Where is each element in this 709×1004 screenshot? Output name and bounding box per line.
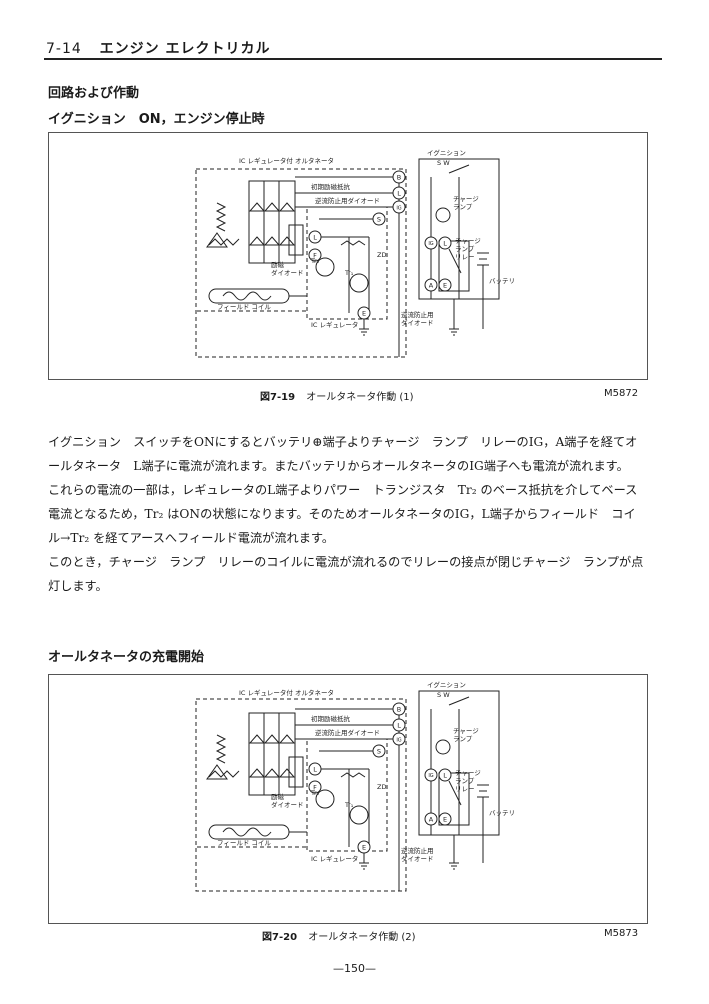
label-rev-diode-2: ダイオード <box>401 318 434 327</box>
paragraph-2: これらの電流の一部は，レギュレータのL端子よりパワー トランジスタ Tr₂ のベ… <box>48 483 638 545</box>
figure-1-number: 図7-19 <box>260 392 296 403</box>
page-number: —150— <box>333 962 376 975</box>
relay-terminal-ig-2: IG <box>428 773 433 779</box>
label-zd-2: ZD <box>377 783 386 791</box>
relay-terminal-l-2: L <box>443 772 447 780</box>
figure-1-code: M5872 <box>604 388 639 399</box>
section-heading: 回路および作動 <box>48 86 140 101</box>
relay-terminal-l: L <box>443 240 447 248</box>
label-tr1: Tr₁ <box>344 269 354 277</box>
label-sw: S W <box>437 159 450 167</box>
alternator-circuit-diagram-2: IC レギュレータ付 オルタネータ イグニション S W チャージ ランプ チャ… <box>195 680 515 892</box>
terminal-b-2: B <box>397 706 401 714</box>
label-field-coil-2: フィールド コイル <box>217 839 271 847</box>
chapter-title: エンジン エレクトリカル <box>99 41 271 57</box>
relay-terminal-a-2: A <box>429 816 434 824</box>
label-charge-lamp-2: ランプ <box>453 203 473 211</box>
label-relay-2c: リレー <box>455 785 475 793</box>
label-reverse-diode: 逆流防止用ダイオード <box>315 196 380 205</box>
label-battery-2: バッテリ <box>489 809 515 817</box>
terminal-l-2: L <box>397 722 401 730</box>
label-rev-diode-1: 逆流防止用 <box>401 310 434 319</box>
figure-1-frame: IC レギュレータ付 オルタネータ イグニション S W チャージ ランプ チャ… <box>48 132 648 380</box>
label-field-coil: フィールド コイル <box>217 303 271 311</box>
label-relay-2a: チャージ <box>455 769 481 777</box>
relay-terminal-ig: IG <box>428 241 433 247</box>
terminal-b: B <box>397 174 401 182</box>
label-tr2: Tr₂ <box>310 257 320 265</box>
chapter-header: 7-14 エンジン エレクトリカル <box>46 38 271 58</box>
terminal-e-2: E <box>362 844 366 852</box>
figure-2-number: 図7-20 <box>262 932 298 943</box>
label-relay-1: チャージ <box>455 237 481 245</box>
terminal-l: L <box>397 190 401 198</box>
figure-2-text: オールタネータ作動 (2) <box>308 932 416 943</box>
label-ic-regulator: IC レギュレータ <box>311 320 358 329</box>
figure-2-code: M5873 <box>604 928 639 939</box>
label-relay-3: リレー <box>455 253 475 261</box>
alternator-circuit-diagram-1: IC レギュレータ付 オルタネータ イグニション S W チャージ ランプ チャ… <box>195 148 515 358</box>
label-ignition-sw-2: イグニション <box>427 680 466 689</box>
figure-1-text: オールタネータ作動 (1) <box>306 392 414 403</box>
label-reverse-diode-2: 逆流防止用ダイオード <box>315 728 380 737</box>
terminal-ig-2: IG <box>396 738 401 744</box>
terminal-ig: IG <box>396 206 401 212</box>
terminal-e: E <box>362 310 366 318</box>
label-rev-diode-2b: ダイオード <box>401 854 434 863</box>
header-rule <box>44 58 662 60</box>
label-initial-resistor: 初期励磁抵抗 <box>311 182 351 191</box>
paragraph-1: イグニション スイッチをONにするとバッテリ⊕端子よりチャージ ランプ リレーの… <box>48 435 638 473</box>
label-ignition-sw: イグニション <box>427 148 466 157</box>
section-2-heading: オールタネータの充電開始 <box>48 650 205 665</box>
terminal-s: S <box>377 216 381 224</box>
terminal-l-reg: L <box>313 234 317 242</box>
body-text: イグニション スイッチをONにするとバッテリ⊕端子よりチャージ ランプ リレーの… <box>48 430 644 598</box>
label-alternator: IC レギュレータ付 オルタネータ <box>239 156 334 165</box>
terminal-f-2: F <box>313 784 317 792</box>
label-tr2-2: Tr₂ <box>310 789 320 797</box>
label-excitation-2a: 励磁 <box>271 792 285 801</box>
label-relay-2: ランプ <box>455 245 475 253</box>
chapter-number: 7-14 <box>46 41 82 57</box>
relay-terminal-e: E <box>443 282 447 290</box>
label-tr1-2: Tr₁ <box>344 801 354 809</box>
paragraph-3: このとき，チャージ ランプ リレーのコイルに電流が流れるのでリレーの接点が閉じチ… <box>48 555 644 593</box>
figure-2-caption: 図7-20 オールタネータ作動 (2) <box>262 928 416 943</box>
terminal-l-reg-2: L <box>313 766 317 774</box>
label-excitation-2b: ダイオード <box>271 800 304 809</box>
label-initial-resistor-2: 初期励磁抵抗 <box>311 714 351 723</box>
label-alternator-2: IC レギュレータ付 オルタネータ <box>239 688 334 697</box>
label-relay-2b: ランプ <box>455 777 475 785</box>
label-battery: バッテリ <box>489 277 515 285</box>
label-charge-lamp-2a: チャージ <box>453 727 479 735</box>
label-zd: ZD <box>377 251 386 259</box>
label-ic-regulator-2: IC レギュレータ <box>311 854 358 863</box>
label-charge-lamp: チャージ <box>453 195 479 203</box>
label-excitation-1: 励磁 <box>271 260 285 269</box>
label-rev-diode-2a: 逆流防止用 <box>401 846 434 855</box>
subsection-heading: イグニション ON，エンジン停止時 <box>48 112 265 127</box>
figure-1-caption: 図7-19 オールタネータ作動 (1) <box>260 388 414 403</box>
relay-terminal-a: A <box>429 282 434 290</box>
label-charge-lamp-2b: ランプ <box>453 735 473 743</box>
terminal-f: F <box>313 252 317 260</box>
figure-2-frame: IC レギュレータ付 オルタネータ イグニション S W チャージ ランプ チャ… <box>48 674 648 924</box>
label-sw-2: S W <box>437 691 450 699</box>
label-excitation-2: ダイオード <box>271 268 304 277</box>
terminal-s-2: S <box>377 748 381 756</box>
relay-terminal-e-2: E <box>443 816 447 824</box>
